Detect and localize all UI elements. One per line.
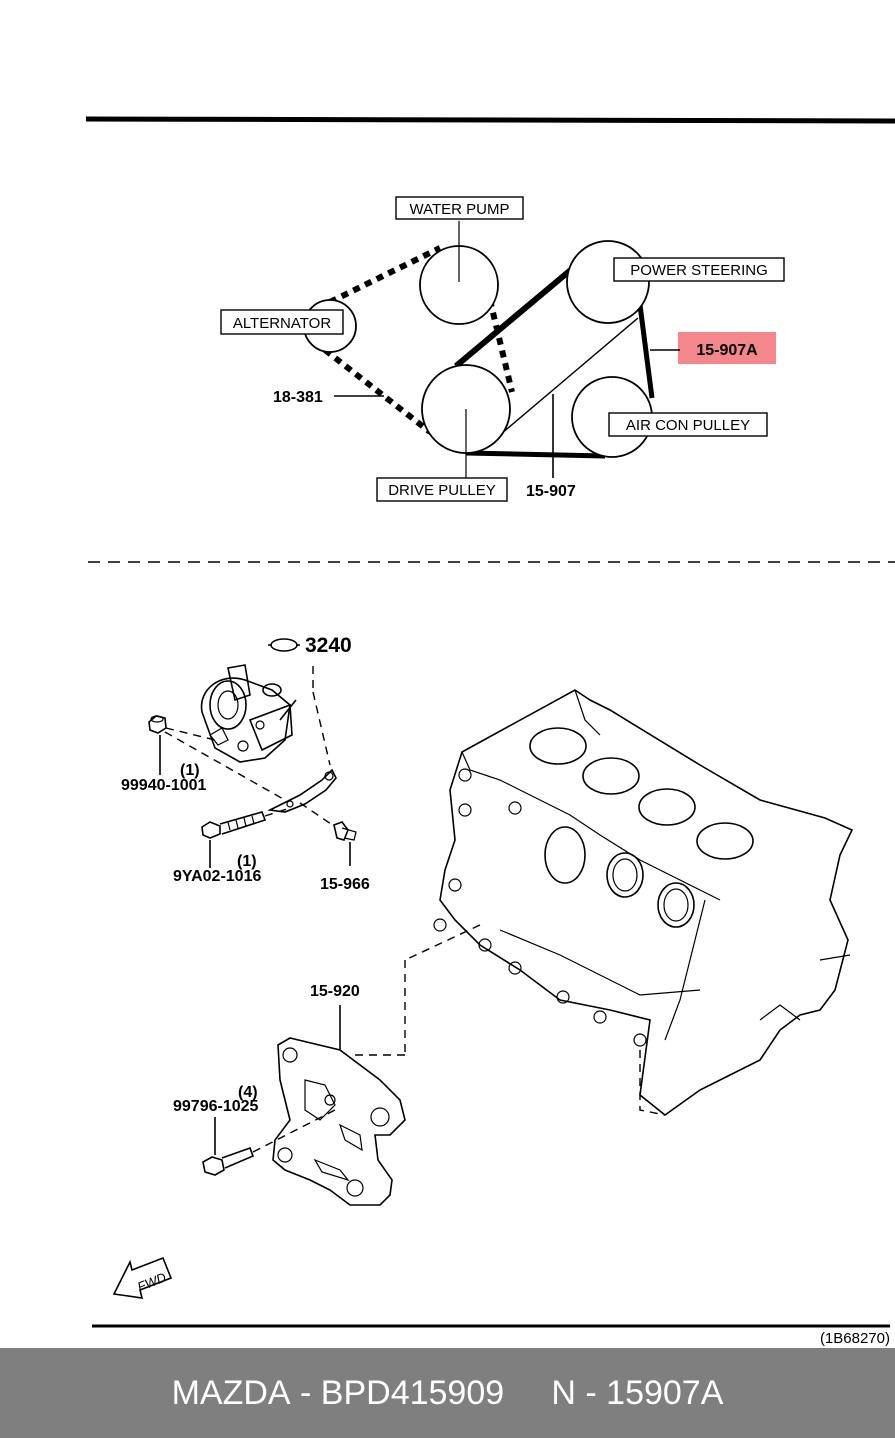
bolt-c-part-number: 99796-1025: [173, 1098, 259, 1115]
cylinder-bore-4: [696, 822, 754, 860]
bolt-b-part-number: 9YA02-1016: [173, 868, 261, 885]
bolt-99796-1025-icon: [202, 1117, 255, 1176]
fwd-label: FWD: [135, 1270, 168, 1295]
part-footer: MAZDA - BPD415909 N - 15907A: [0, 1348, 895, 1438]
power-steering-pulley: [566, 240, 650, 324]
alternator-belt: [323, 245, 515, 435]
fwd-arrow-icon: FWD: [112, 1256, 173, 1299]
bolt-a-part-number: 99940-1001: [121, 777, 207, 794]
alternator-belt-part-number: 18-381: [273, 389, 323, 406]
parts-diagram: WATER PUMP POWER STEERING ALTERNATOR AIR…: [85, 116, 895, 1347]
gasket-symbol-icon: [268, 638, 300, 652]
highlight-box: [678, 332, 776, 364]
power-steering-pump: [200, 664, 297, 763]
bolt-99940-1001-icon: [148, 715, 167, 775]
bolt-15-966-icon: [333, 821, 357, 866]
top-rule: [85, 116, 895, 124]
footer-gap: [504, 1374, 551, 1413]
cylinder-bore-2: [582, 757, 640, 795]
bolt-c-qty: (4): [238, 1084, 258, 1101]
footer-sep-1: -: [290, 1373, 321, 1412]
pump-bracket: [272, 1037, 406, 1206]
power-steering-label: POWER STEERING: [630, 262, 768, 279]
bolt-a-qty: (1): [180, 762, 200, 779]
cylinder-bore-3: [638, 788, 696, 826]
air-con-pulley-label: AIR CON PULLEY: [626, 417, 750, 434]
footer-brand: MAZDA: [171, 1373, 291, 1412]
bolt-b-qty: (1): [237, 853, 257, 870]
diagram-reference: (1B68270): [820, 1330, 890, 1347]
drive-pulley-label: DRIVE PULLEY: [388, 482, 496, 499]
alternator-label: ALTERNATOR: [233, 315, 332, 332]
footer-code: N - 15907A: [551, 1373, 724, 1412]
bracket-bolt-part-number: 15-966: [320, 876, 370, 893]
belt-routing-diagram: WATER PUMP POWER STEERING ALTERNATOR AIR…: [220, 196, 785, 502]
bracket-part-number: 15-920: [310, 983, 360, 1000]
footer-part-number: BPD415909: [320, 1373, 505, 1412]
gasket-part-number: 3240: [305, 634, 352, 657]
engine-block: [433, 689, 854, 1117]
cylinder-bore-1: [529, 727, 587, 765]
power-steering-belt: [454, 255, 655, 459]
water-pump-label: WATER PUMP: [410, 201, 510, 218]
pump-strap: [267, 768, 337, 813]
bolt-9ya02-1016-icon: [201, 811, 267, 868]
ps-belt-part-number: 15-907: [526, 483, 576, 500]
highlighted-part-number: 15-907A: [696, 342, 758, 359]
assembly-diagram: 3240 (1) 99940-1001: [112, 634, 854, 1299]
